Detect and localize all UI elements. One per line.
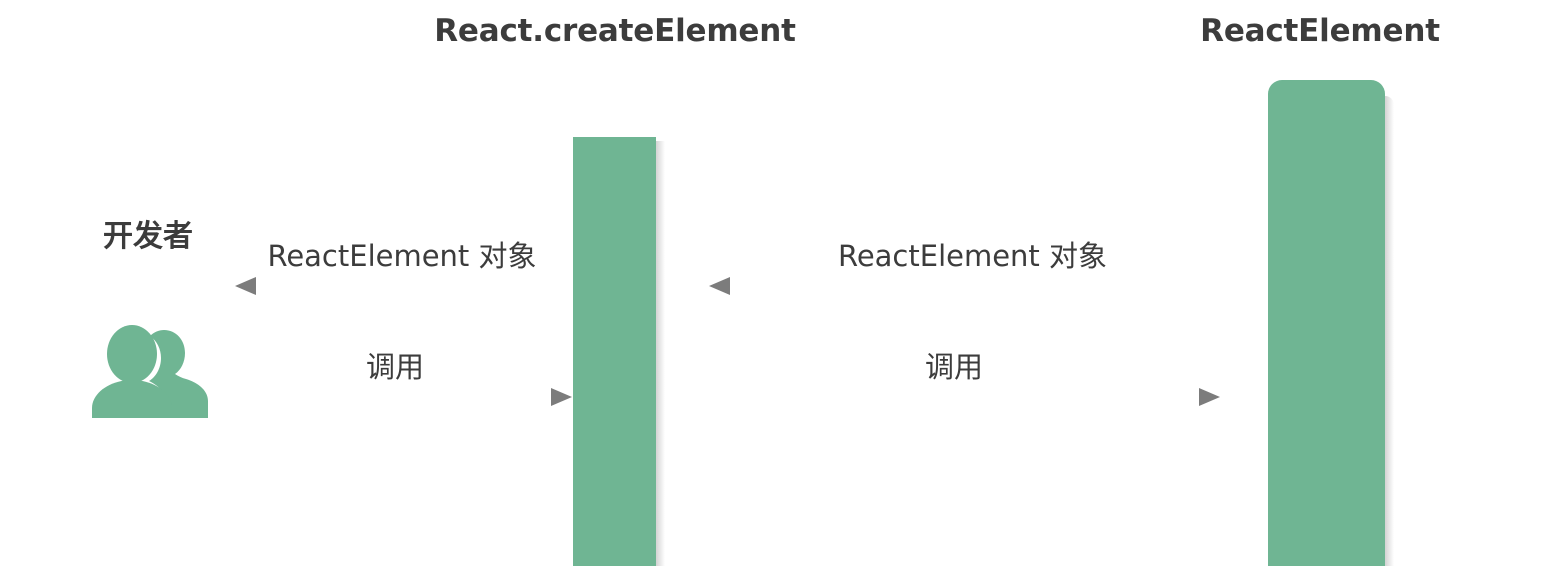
arrowhead-right-icon bbox=[1199, 388, 1220, 406]
message-label: ReactElement 对象 bbox=[837, 239, 1108, 273]
message-label: ReactElement 对象 bbox=[267, 239, 537, 273]
actor-label-developer: 开发者 bbox=[103, 219, 193, 254]
message-label: 调用 bbox=[924, 350, 983, 384]
participant-title-create-element: React.createElement bbox=[434, 13, 796, 49]
message-label: 调用 bbox=[365, 350, 424, 384]
participant-title-react-element: ReactElement bbox=[1200, 13, 1440, 49]
arrowhead-left-icon bbox=[709, 277, 730, 295]
lifeline-bar-react-element bbox=[1268, 80, 1394, 566]
arrowhead-right-icon bbox=[551, 388, 572, 406]
users-icon bbox=[86, 322, 212, 418]
arrowhead-left-icon bbox=[235, 277, 256, 295]
lifeline-bar-create-element bbox=[573, 137, 665, 566]
